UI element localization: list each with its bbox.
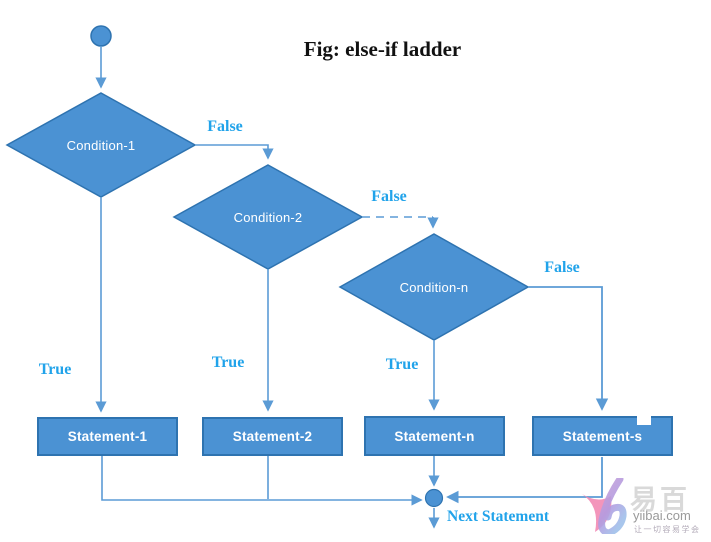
merge-node: [424, 488, 444, 508]
edge-false-conditionN-to-statementS: [528, 286, 609, 411]
edge-false-condition1-to-condition2: [195, 144, 274, 160]
true-label-1: True: [38, 361, 72, 378]
condition2-label: Condition-2: [233, 210, 303, 225]
true-label-2: True: [211, 354, 245, 371]
true-label-3: True: [385, 356, 419, 373]
next-statement-label: Next Statement: [447, 508, 550, 525]
statement1-box: Statement-1: [37, 417, 178, 456]
yiibai-logo-icon: [582, 478, 627, 534]
white-artifact: [637, 411, 651, 425]
watermark-domain: yiibai.com: [633, 508, 691, 523]
false-label-3: False: [544, 259, 580, 276]
false-label-2: False: [371, 188, 407, 205]
condition1-label: Condition-1: [66, 138, 136, 153]
watermark-brand: 易百: [630, 485, 690, 515]
false-label-1: False: [207, 118, 243, 135]
conditionN-label: Condition-n: [399, 280, 469, 295]
statement2-box: Statement-2: [202, 417, 343, 456]
statementS-box: Statement-s: [532, 416, 673, 456]
watermark-slogan: 让一切容易学会: [634, 525, 701, 534]
edge-statement1-to-merge: [101, 456, 423, 506]
figure-title: Fig: else-if ladder: [303, 37, 462, 61]
start-node: [90, 25, 112, 47]
edge-statementS-to-merge: [446, 457, 603, 504]
statementN-box: Statement-n: [364, 416, 505, 456]
